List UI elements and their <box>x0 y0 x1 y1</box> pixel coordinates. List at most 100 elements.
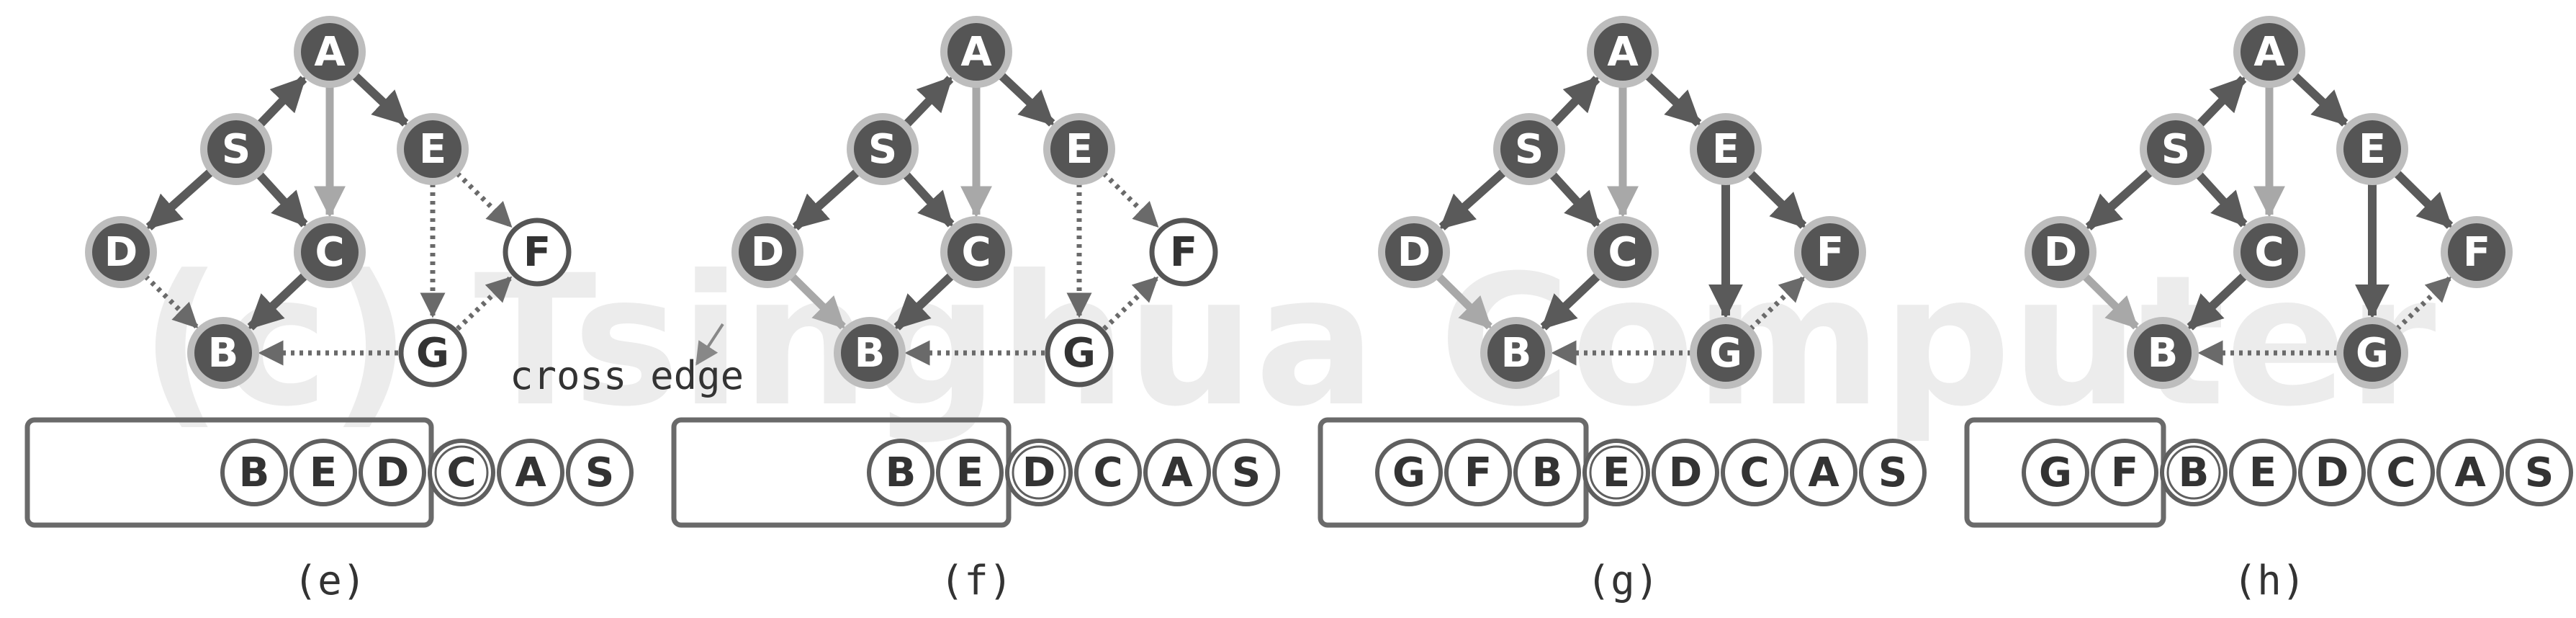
cross-edge-label: cross edge <box>510 353 744 398</box>
node-S-circle <box>2147 120 2205 178</box>
stack-item-B-label: B <box>239 449 270 496</box>
node-S-circle <box>1500 120 1558 178</box>
node-D-circle <box>2032 223 2089 281</box>
stack-item-S-circle <box>2505 439 2573 506</box>
stack-item-F-label: F <box>1464 449 1492 496</box>
edge-D-B <box>2082 273 2139 330</box>
node-F-label: F <box>1170 229 1197 276</box>
stack-item-E-circle <box>289 439 357 506</box>
edge-D-B <box>143 274 199 328</box>
node-G-label: G <box>416 330 449 377</box>
node-D-label: D <box>751 229 784 276</box>
node-E-label: E <box>1712 126 1739 173</box>
edge-G-F <box>1749 276 1806 331</box>
edge-S-D <box>2085 169 2153 230</box>
node-S-circle <box>207 120 265 178</box>
node-S-circle <box>854 120 911 178</box>
node-B-circle <box>841 324 899 382</box>
node-D-label: D <box>2044 229 2077 276</box>
stack-item-B-circle <box>867 439 935 506</box>
node-S-label: S <box>222 126 251 173</box>
node-B-circle <box>2134 324 2192 382</box>
stack-item-A-circle <box>1143 439 1211 506</box>
stack-item-C-label: C <box>1739 449 1769 496</box>
edge-S-C <box>1549 171 1601 228</box>
stack-item-S-label: S <box>585 449 614 496</box>
stack-item-S-label: S <box>2525 449 2554 496</box>
node-D-label: D <box>1397 229 1431 276</box>
stack-item-D-label: D <box>2315 449 2348 496</box>
node-B-circle <box>194 324 252 382</box>
node-A-circle <box>301 23 359 81</box>
stack-item-E-label: E <box>956 449 983 496</box>
node-F-label: F <box>523 229 551 276</box>
edge-S-A <box>2196 76 2247 127</box>
stack-item-S-circle <box>566 439 634 506</box>
node-S-label: S <box>868 126 897 173</box>
stack-item-D-circle <box>1652 439 1719 506</box>
edge-G-F <box>2395 276 2452 331</box>
edge-S-A <box>1549 76 1600 127</box>
node-G-label: G <box>1709 330 1742 377</box>
stack-item-D-label: D <box>1669 449 1702 496</box>
node-A-label: A <box>2253 29 2285 76</box>
stack-item-D-label: D <box>1022 449 1055 496</box>
panel-caption: (f) <box>940 557 1012 604</box>
cross-edge-pointer <box>695 323 724 366</box>
edge-D-B <box>789 273 846 330</box>
panel-caption: (h) <box>2233 557 2305 604</box>
edge-S-C <box>902 171 955 228</box>
node-E-circle <box>2343 120 2401 178</box>
node-A-circle <box>947 23 1005 81</box>
stack-item-G-circle <box>1375 439 1443 506</box>
node-E-label: E <box>419 126 446 173</box>
edge-E-F <box>1102 171 1159 228</box>
stack-item-D-circle <box>2298 439 2366 506</box>
panel-caption: (g) <box>1586 557 1659 604</box>
node-G-label: G <box>2356 330 2389 377</box>
stack-item-S-circle <box>1212 439 1280 506</box>
node-A-label: A <box>314 29 346 76</box>
stack-item-C-circle <box>428 439 495 506</box>
node-C-circle <box>301 223 359 281</box>
edge-C-B <box>247 272 308 331</box>
node-G-circle <box>1697 324 1755 382</box>
node-C-label: C <box>2254 229 2284 276</box>
stack-item-B-label: B <box>1532 449 1563 496</box>
node-F-circle <box>1149 218 1218 287</box>
node-E-circle <box>1050 120 1108 178</box>
stack-item-G-circle <box>2022 439 2089 506</box>
stack-item-A-label: A <box>2454 449 2486 496</box>
node-A-label: A <box>960 29 992 76</box>
stack-item-B-circle <box>2160 439 2228 506</box>
node-F-label: F <box>2463 229 2490 276</box>
stack-item-C-circle <box>1721 439 1788 506</box>
node-G-circle <box>1045 318 1114 388</box>
edge-S-D <box>1438 169 1507 230</box>
stack-item-C-circle <box>2367 439 2435 506</box>
edge-A-E <box>1644 72 1702 127</box>
node-B-label: B <box>1501 330 1532 377</box>
node-C-circle <box>947 223 1005 281</box>
node-C-label: C <box>315 229 344 276</box>
stack-item-C-circle <box>1074 439 1142 506</box>
edge-S-D <box>792 169 860 230</box>
stack-item-B-label: B <box>886 449 917 496</box>
node-F-circle <box>1801 223 1859 281</box>
stack-item-E-label: E <box>2249 449 2276 496</box>
stack-item-E-label: E <box>1603 449 1630 496</box>
stack-item-B-label: B <box>2179 449 2210 496</box>
node-S-label: S <box>2161 126 2190 173</box>
edge-S-D <box>145 169 214 230</box>
edge-A-E <box>2291 72 2348 127</box>
stack-item-A-label: A <box>1808 449 1839 496</box>
node-C-label: C <box>961 229 991 276</box>
edge-E-F <box>455 171 513 228</box>
stack-item-E-circle <box>1582 439 1650 506</box>
node-B-circle <box>1487 324 1545 382</box>
stack-item-A-label: A <box>1161 449 1193 496</box>
node-A-circle <box>2241 23 2298 81</box>
edge-S-A <box>256 76 307 127</box>
